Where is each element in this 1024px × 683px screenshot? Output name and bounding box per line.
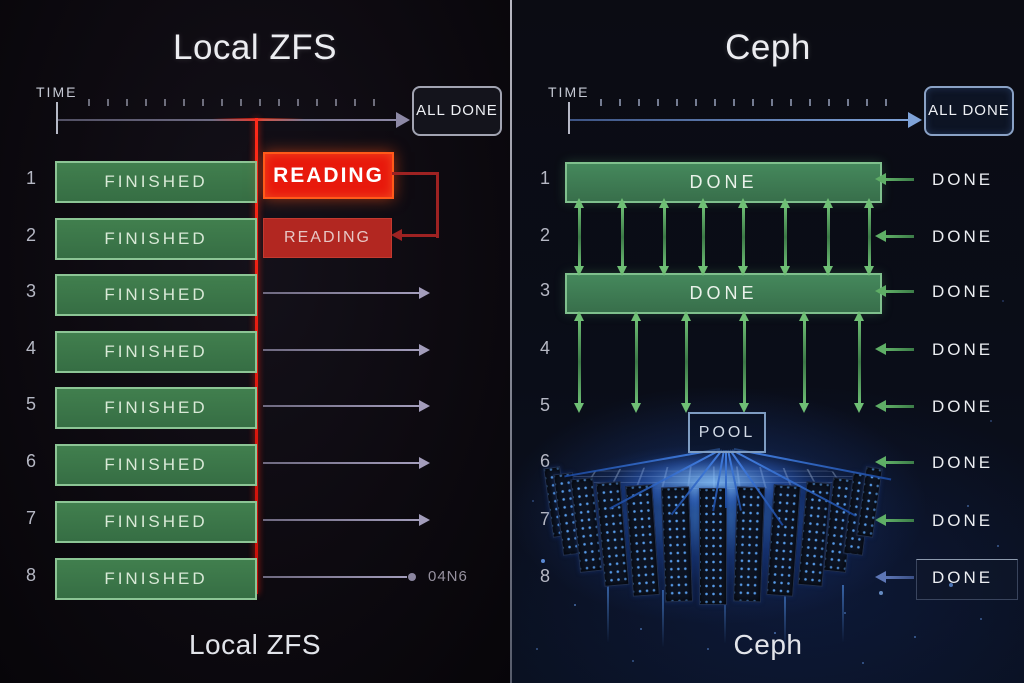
zfs-finished-box: FINISHED	[55, 387, 257, 429]
zfs-row-number: 6	[18, 451, 44, 472]
zfs-row-number: 8	[18, 565, 44, 586]
zfs-reading-queued-box: READING	[263, 218, 392, 258]
zfs-timeline-arrowhead-icon	[396, 112, 410, 128]
pool-label: POOL	[699, 424, 755, 442]
zfs-row-number: 3	[18, 281, 44, 302]
light-streak	[842, 585, 844, 643]
light-streak	[607, 585, 609, 643]
light-streak	[784, 592, 786, 650]
zfs-timeline-origin-tick	[56, 102, 58, 134]
zfs-wait-arrow	[263, 519, 419, 521]
zfs-wait-arrow	[263, 405, 419, 407]
pool-box: POOL	[688, 412, 766, 453]
zfs-all-done-box: ALL DONE	[412, 86, 502, 136]
zfs-finished-box: FINISHED	[55, 444, 257, 486]
zfs-timeline-red-segment	[212, 118, 304, 121]
zfs-row-number: 5	[18, 394, 44, 415]
pool-distribution-line	[725, 450, 727, 508]
zfs-row-number: 1	[18, 168, 44, 189]
local-zfs-panel: Local ZFS TIME ALL DONE 1 2 3 4 5 6 7 8 …	[0, 0, 510, 683]
zfs-reading-active-box: READING	[263, 152, 394, 199]
server-cluster	[512, 0, 1024, 683]
zfs-row-number: 2	[18, 225, 44, 246]
zfs-row-number: 4	[18, 338, 44, 359]
light-streak	[662, 590, 664, 648]
zfs-finished-box: FINISHED	[55, 218, 257, 260]
zfs-timeline-ticks	[88, 99, 388, 106]
zfs-serial-connector-return	[402, 234, 437, 237]
zfs-finished-box: FINISHED	[55, 501, 257, 543]
zfs-finished-box: FINISHED	[55, 331, 257, 373]
zfs-footer-title: Local ZFS	[0, 629, 510, 661]
zfs-wait-arrow	[263, 462, 419, 464]
zfs-title: Local ZFS	[0, 28, 510, 68]
zfs-all-done-label: ALL DONE	[416, 101, 498, 121]
zfs-finished-box: FINISHED	[55, 558, 257, 600]
zfs-time-label: TIME	[36, 84, 77, 100]
ceph-panel: Ceph TIME ALL DONE 1 2 3 4 5 6 7 8 DONE …	[512, 0, 1024, 683]
zfs-row8-note: 04N6	[428, 568, 468, 585]
zfs-wait-arrow-dotted	[263, 576, 407, 578]
zfs-row-number: 7	[18, 508, 44, 529]
zfs-finished-box: FINISHED	[55, 161, 257, 203]
zfs-wait-arrow	[263, 349, 419, 351]
zfs-serial-connector-arrowhead-icon	[391, 229, 402, 241]
zfs-wait-arrow	[263, 292, 419, 294]
zfs-finished-box: FINISHED	[55, 274, 257, 316]
